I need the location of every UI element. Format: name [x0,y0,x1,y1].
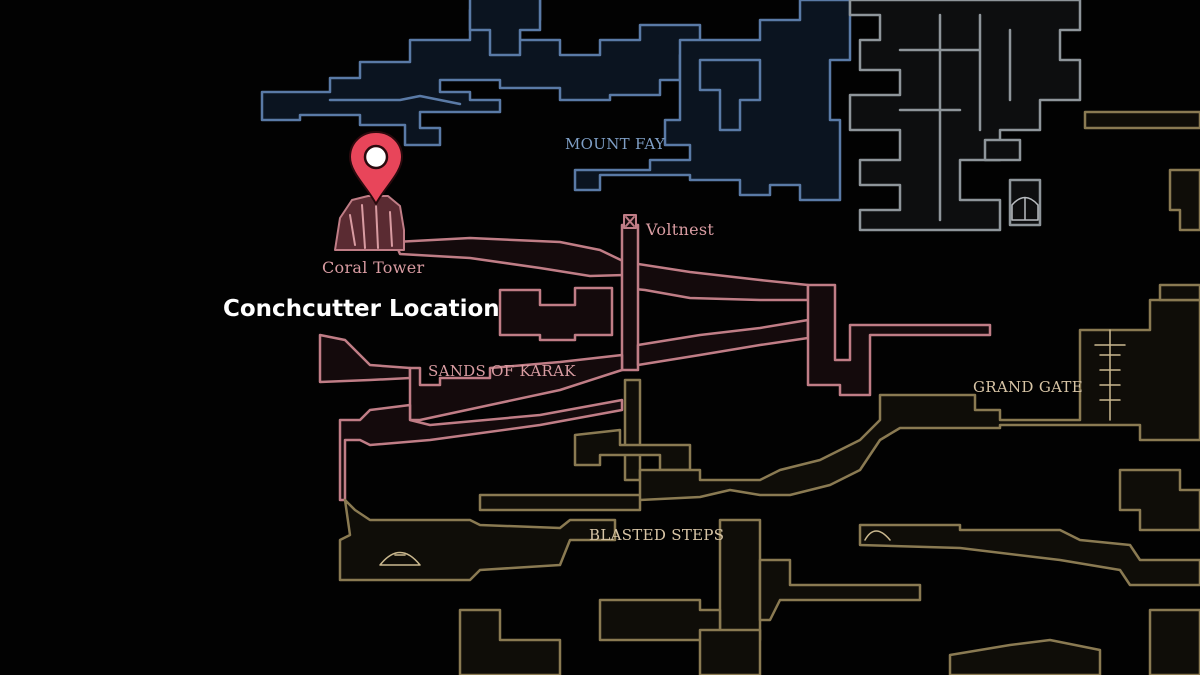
region-label-sands-of-karak: SANDS OF KARAK [428,362,576,380]
region-label-grand-gate: GRAND GATE [973,378,1083,396]
location-caption: Conchcutter Location [223,296,500,322]
region-label-voltnest: Voltnest [646,220,715,239]
east-edge-region [1083,110,1200,232]
region-label-blasted-steps: BLASTED STEPS [589,526,725,544]
lantern-icon [1011,196,1039,221]
sands-of-karak-region [318,223,992,502]
coral-tower-structure [334,195,405,251]
region-label-coral-tower: Coral Tower [322,258,425,277]
location-pin-icon[interactable] [346,128,406,208]
gate-shrine-icon [1094,329,1126,421]
dome-icon [379,551,421,566]
voltnest-spire [623,214,637,229]
arch-icon [864,530,891,541]
region-label-mount-fay: MOUNT FAY [565,135,666,153]
mount-fay-region [260,0,852,202]
north-east-region [848,0,1082,232]
blasted-steps-region [338,283,1200,675]
